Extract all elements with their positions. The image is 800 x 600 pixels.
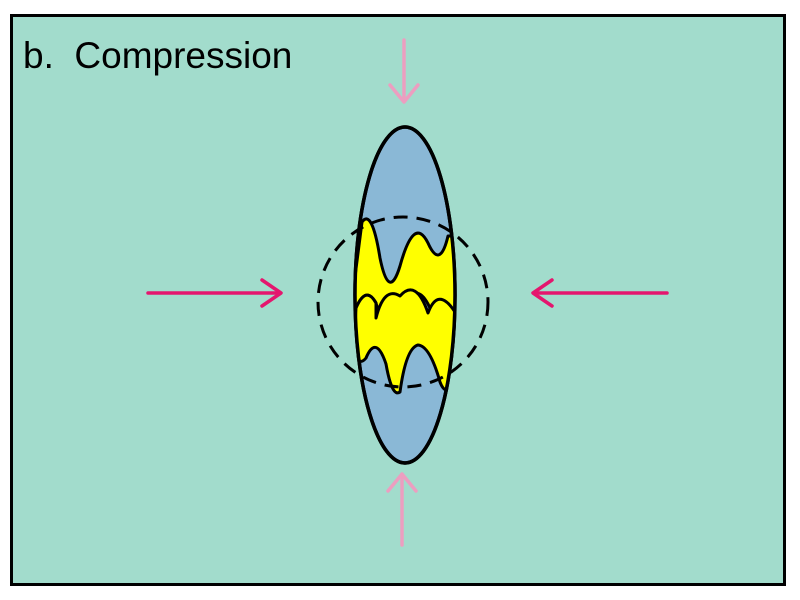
arrow-up-icon — [386, 472, 418, 547]
panel-title: b. Compression — [23, 35, 293, 76]
arrow-down-icon — [388, 38, 420, 104]
folded-layers — [355, 217, 455, 395]
arrow-right-icon — [146, 278, 283, 308]
fold-layer-lower — [355, 288, 455, 395]
strain-ellipse-outline — [353, 125, 457, 465]
original-circle — [316, 215, 490, 389]
arrow-left-icon — [531, 278, 669, 308]
